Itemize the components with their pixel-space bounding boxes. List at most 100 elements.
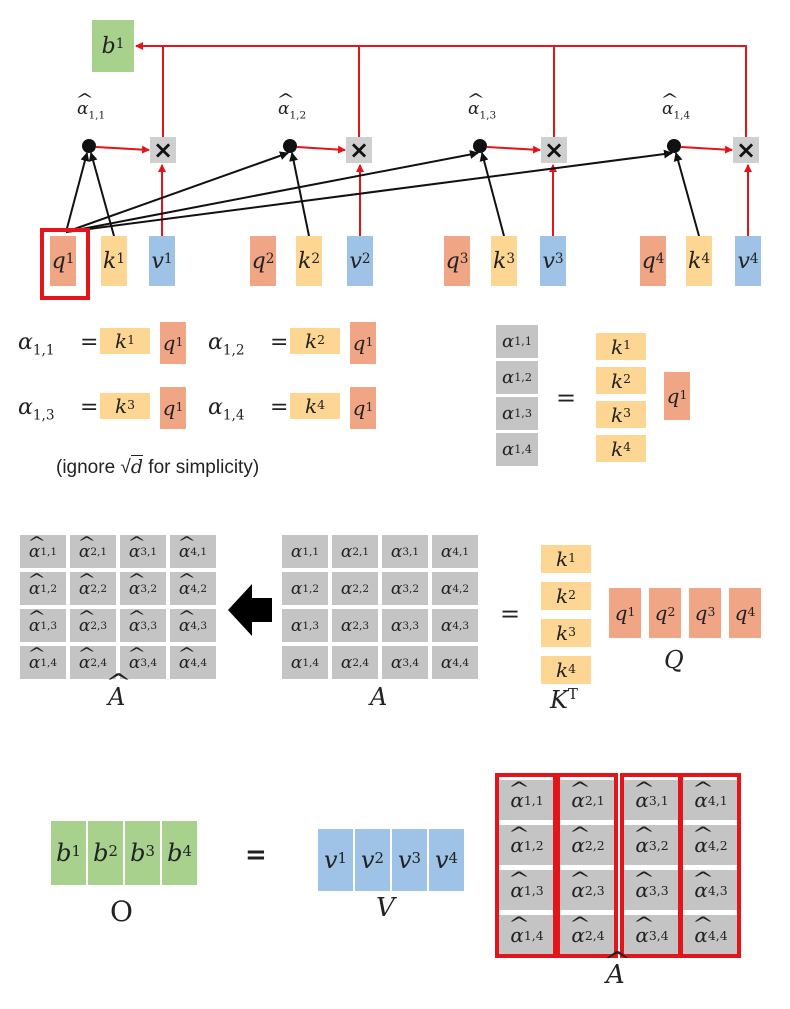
attention-score-dot-1 [82, 139, 96, 153]
multiply-node-2: × [346, 136, 372, 164]
output-equals: = [245, 840, 267, 870]
a-hat-cell-4-2: α4,2 [170, 572, 216, 605]
eq1-equals: = [80, 330, 99, 355]
out-a-hat-cell-1-1: α1,1 [499, 780, 555, 820]
alpha-hat-1-3-label: α1,3 [468, 99, 496, 121]
score-to-mul-arrow-2 [296, 145, 346, 154]
kt-matrix-label: KT [550, 685, 578, 714]
column-highlight-frame-3 [620, 773, 682, 958]
q1-to-dot-arrow-1 [65, 152, 90, 233]
column-highlight-frame-2 [556, 773, 618, 958]
out-a-hat-cell-2-2: α2,2 [560, 825, 616, 865]
eq3-alpha-label: α1,3 [18, 395, 55, 424]
eq2-alpha-label: α1,2 [208, 330, 245, 359]
a-hat-cell-3-3: α3,3 [120, 609, 166, 642]
k-to-dot-arrow-4 [673, 152, 700, 237]
alpha-hat-1-4-label: α1,4 [662, 99, 690, 121]
out-a-hat-cell-3-3: α3,3 [624, 870, 680, 910]
v-matrix-label: V [376, 893, 395, 923]
a-hat-cell-2-2: α2,2 [70, 572, 116, 605]
a-hat-cell-4-1: α4,1 [170, 535, 216, 568]
out-a-hat-cell-1-3: α1,3 [499, 870, 555, 910]
attention-score-dot-3 [473, 139, 487, 153]
q1-to-dot-arrow-3 [65, 150, 479, 233]
out-a-hat-cell-4-3: α4,3 [683, 870, 739, 910]
a-hat-cell-3-1: α3,1 [120, 535, 166, 568]
out-a-hat-matrix-label: A [606, 960, 625, 990]
out-a-hat-cell-3-1: α3,1 [624, 780, 680, 820]
sum-rail-arrow [135, 42, 747, 137]
multiply-node-1: × [150, 136, 176, 164]
q1-to-dot-arrow-2 [65, 151, 289, 233]
multiply-node-4: × [733, 136, 759, 164]
eq1-alpha-label: α1,1 [18, 330, 55, 359]
k-to-dot-arrow-3 [479, 152, 505, 237]
eq2-equals: = [270, 330, 289, 355]
query-q1-highlight-frame [40, 228, 90, 300]
k-to-dot-arrow-2 [289, 152, 310, 237]
a-hat-cell-4-4: α4,4 [170, 646, 216, 679]
vec-equals: = [556, 384, 577, 412]
o-matrix-label: O [110, 895, 133, 928]
a-hat-cell-1-1: α1,1 [20, 535, 66, 568]
out-a-hat-cell-3-2: α3,2 [624, 825, 680, 865]
out-a-hat-cell-1-4: α1,4 [499, 915, 555, 955]
matrix-equals: = [500, 600, 521, 628]
eq3-equals: = [80, 395, 99, 420]
scaling-note: (ignore √d for simplicity) [56, 455, 260, 478]
a-hat-matrix-label: A [108, 683, 125, 711]
out-a-hat-cell-3-4: α3,4 [624, 915, 680, 955]
a-hat-cell-3-2: α3,2 [120, 572, 166, 605]
column-highlight-frame-1 [495, 773, 557, 958]
a-matrix-label: A [370, 683, 388, 711]
out-a-hat-cell-1-2: α1,2 [499, 825, 555, 865]
